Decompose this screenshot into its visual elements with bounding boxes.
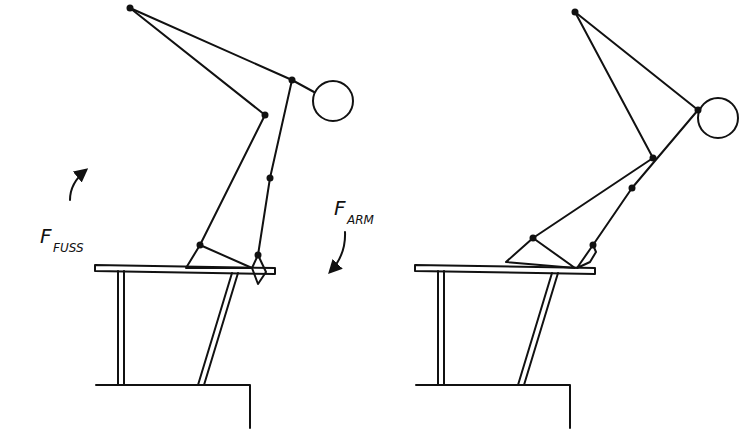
starting-block: [415, 265, 595, 428]
force-arrow: [70, 170, 86, 200]
force-subscript: ARM: [347, 214, 374, 226]
starting-block: [95, 265, 275, 428]
force-arrow: [330, 232, 345, 272]
joint-dots: [530, 9, 702, 249]
swimmer-figure: [506, 12, 738, 268]
swimmer-figure: [130, 8, 353, 284]
force-symbol: F: [334, 198, 346, 218]
joint-dots: [127, 5, 296, 259]
force-subscript: FUSS: [53, 242, 84, 254]
force-symbol: F: [40, 226, 52, 246]
